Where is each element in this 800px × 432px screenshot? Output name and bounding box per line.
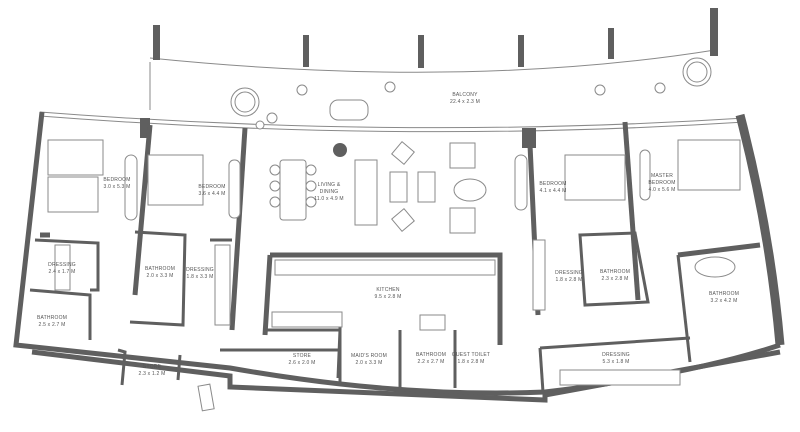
svg-text:4.1 x 4.4 M: 4.1 x 4.4 M bbox=[540, 188, 567, 194]
svg-text:BEDROOM: BEDROOM bbox=[198, 184, 225, 190]
bed bbox=[147, 154, 204, 206]
svg-text:BATHROOM: BATHROOM bbox=[416, 352, 446, 358]
bed bbox=[47, 139, 104, 176]
dining-table bbox=[279, 159, 307, 221]
svg-text:MAID'S ROOM: MAID'S ROOM bbox=[351, 353, 387, 359]
column bbox=[518, 35, 524, 67]
svg-text:22.4 x 2.3 M: 22.4 x 2.3 M bbox=[450, 99, 480, 105]
svg-text:BATHROOM: BATHROOM bbox=[37, 315, 67, 321]
svg-text:9.5 x 2.8 M: 9.5 x 2.8 M bbox=[375, 294, 402, 300]
svg-text:11.0 x 4.9 M: 11.0 x 4.9 M bbox=[314, 196, 344, 202]
svg-text:1.8 x 3.3 M: 1.8 x 3.3 M bbox=[187, 274, 214, 280]
svg-text:DRESSING: DRESSING bbox=[48, 262, 76, 268]
bed bbox=[677, 139, 741, 191]
svg-text:3.2 x 4.2 M: 3.2 x 4.2 M bbox=[711, 298, 738, 304]
exterior-walls bbox=[13, 111, 785, 403]
svg-text:2.6 x 2.0 M: 2.6 x 2.0 M bbox=[289, 360, 316, 366]
svg-text:MASTER: MASTER bbox=[651, 173, 673, 179]
svg-text:5.3 x 1.8 M: 5.3 x 1.8 M bbox=[603, 359, 630, 365]
svg-text:1.8 x 2.8 M: 1.8 x 2.8 M bbox=[458, 359, 485, 365]
svg-text:2.4 x 1.7 M: 2.4 x 1.7 M bbox=[49, 269, 76, 275]
svg-text:GUEST TOILET: GUEST TOILET bbox=[452, 352, 490, 358]
svg-text:3.6 x 4.4 M: 3.6 x 4.4 M bbox=[199, 191, 226, 197]
svg-text:2.3 x 1.2 M: 2.3 x 1.2 M bbox=[139, 371, 166, 377]
svg-text:2.0 x 3.3 M: 2.0 x 3.3 M bbox=[356, 360, 383, 366]
bathtub bbox=[694, 256, 736, 278]
bed bbox=[564, 154, 626, 201]
balcony-area bbox=[39, 8, 746, 133]
svg-text:BATHROOM: BATHROOM bbox=[709, 291, 739, 297]
svg-text:BATHROOM: BATHROOM bbox=[145, 266, 175, 272]
svg-text:3.0 x 5.3 M: 3.0 x 5.3 M bbox=[104, 184, 131, 190]
svg-text:BALCONY: BALCONY bbox=[452, 92, 478, 98]
svg-text:BEDROOM: BEDROOM bbox=[103, 177, 130, 183]
column bbox=[153, 25, 160, 60]
furniture bbox=[47, 139, 741, 412]
svg-text:2.5 x 2.7 M: 2.5 x 2.7 M bbox=[39, 322, 66, 328]
svg-text:LIVING &: LIVING & bbox=[318, 182, 341, 188]
column bbox=[303, 35, 309, 67]
svg-text:2.0 x 3.3 M: 2.0 x 3.3 M bbox=[147, 273, 174, 279]
svg-text:4.0 x 5.6 M: 4.0 x 5.6 M bbox=[649, 187, 676, 193]
svg-text:BEDROOM: BEDROOM bbox=[648, 180, 675, 186]
bed bbox=[47, 176, 99, 213]
svg-text:2.3 x 2.8 M: 2.3 x 2.8 M bbox=[602, 276, 629, 282]
svg-text:DRESSING: DRESSING bbox=[602, 352, 630, 358]
interior-walls bbox=[29, 121, 761, 393]
column bbox=[418, 35, 424, 68]
svg-text:KITCHEN: KITCHEN bbox=[376, 287, 400, 293]
sofa bbox=[329, 99, 369, 121]
svg-text:2.2 x 2.7 M: 2.2 x 2.7 M bbox=[418, 359, 445, 365]
svg-text:1.8 x 2.8 M: 1.8 x 2.8 M bbox=[556, 277, 583, 283]
svg-text:BATHROOM: BATHROOM bbox=[600, 269, 630, 275]
sofa bbox=[354, 159, 378, 226]
svg-text:DRESSING: DRESSING bbox=[186, 267, 214, 273]
svg-text:STORE: STORE bbox=[143, 364, 162, 370]
column bbox=[608, 28, 614, 59]
svg-text:DRESSING: DRESSING bbox=[555, 270, 583, 276]
svg-text:DINING: DINING bbox=[320, 189, 339, 195]
column bbox=[710, 8, 718, 56]
svg-text:STORE: STORE bbox=[293, 353, 312, 359]
svg-text:BEDROOM: BEDROOM bbox=[539, 181, 566, 187]
